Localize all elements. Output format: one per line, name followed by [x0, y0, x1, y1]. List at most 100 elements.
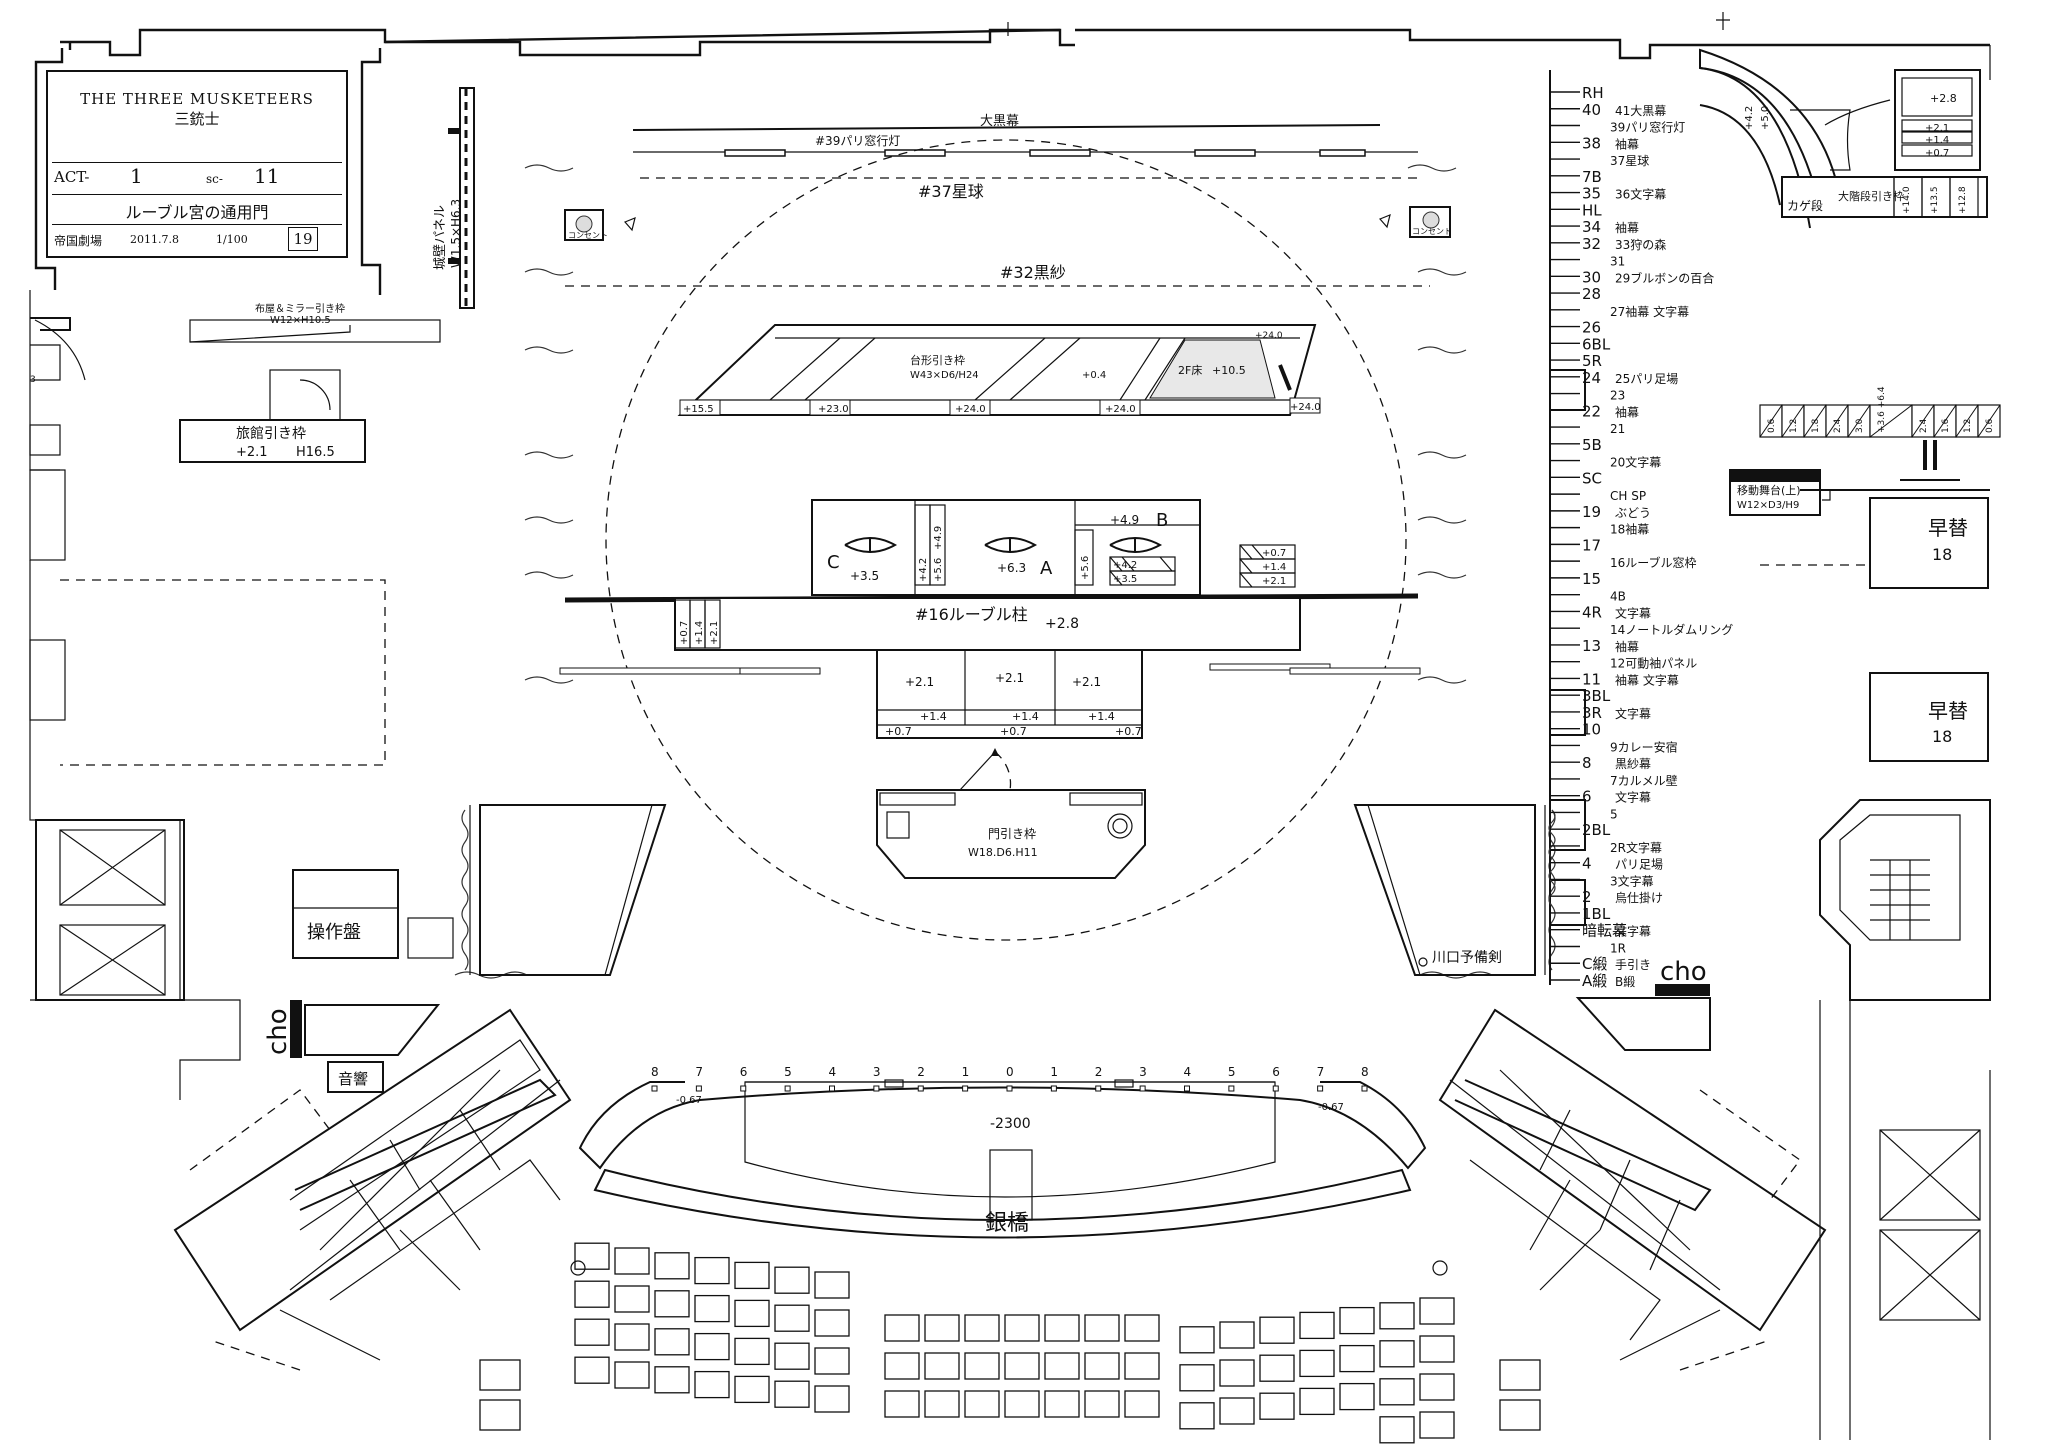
seat: [884, 1352, 920, 1380]
gate-wagon: 門引き枠 W18.D6.H11: [876, 748, 1146, 879]
fly-line: 21: [1550, 422, 1625, 436]
ruler-tick: 6: [1272, 1065, 1280, 1092]
ruler-tick: 7: [695, 1065, 703, 1092]
fly-line: 5: [1550, 807, 1618, 821]
fly-line: 28: [1550, 285, 1601, 303]
seat: [694, 1370, 730, 1399]
castle-panel-label: 城壁パネル: [433, 205, 448, 270]
svg-text:-0.67: -0.67: [1318, 1102, 1344, 1113]
trapezoid-wagon-label: 台形引き枠: [910, 353, 965, 367]
step-level: 1.2: [1963, 419, 1973, 433]
downstage-right-area: cho: [1575, 799, 1991, 1440]
seat: [614, 1323, 650, 1351]
fly-line-number: 35: [1582, 185, 1601, 203]
step-level: 1.6: [1941, 418, 1951, 433]
seat: [654, 1252, 690, 1280]
ruler-label: 4: [829, 1065, 837, 1079]
ruler-label: 6: [1272, 1065, 1280, 1079]
fly-line: 7カルメル壁: [1550, 773, 1678, 788]
fly-line-number: 2BL: [1582, 821, 1611, 839]
step-cell: 1.8: [1803, 404, 1827, 438]
fly-line-number: 24: [1582, 369, 1601, 387]
scale: 1/100: [216, 233, 248, 246]
fly-line: RH: [1550, 84, 1604, 102]
castle-panel-size: W1.5×H6.3: [449, 199, 463, 268]
left-light-tower: [173, 1008, 572, 1371]
ruler-tick: 0: [1006, 1065, 1014, 1092]
seat: [1259, 1354, 1295, 1382]
seat: [574, 1356, 610, 1384]
ruler-tick: 4: [1184, 1065, 1191, 1092]
left-corner-shapes: 3: [29, 317, 386, 766]
fly-line-note: 21: [1610, 422, 1625, 436]
fly-line-note: 25パリ足場: [1615, 372, 1678, 386]
louvre-pillar: +0.7 +1.4 +2.1 #16ルーブル柱 +2.8: [559, 593, 1421, 675]
step-cell: 1.2: [1781, 404, 1805, 438]
seat: [654, 1328, 690, 1356]
fly-line: HL: [1550, 201, 1602, 219]
fly-line: 2BL: [1550, 821, 1611, 839]
mirror-wagon-label: 布屋＆ミラー引き枠: [255, 302, 345, 315]
scene-number: 11: [254, 164, 280, 188]
seat: [1179, 1402, 1215, 1430]
paris-lamps-label: #39パリ窓行灯: [815, 133, 900, 148]
seat: [1419, 1373, 1455, 1401]
seat: [814, 1309, 850, 1337]
fly-line: 5B: [1550, 436, 1602, 454]
step-cell: 3.0: [1847, 404, 1871, 438]
svg-text:+24.0: +24.0: [1290, 402, 1321, 413]
svg-text:+3.5: +3.5: [850, 569, 879, 583]
seat: [924, 1352, 960, 1380]
seat: [1084, 1314, 1120, 1342]
ruler-label: 2: [917, 1065, 925, 1079]
seat: [654, 1290, 690, 1318]
svg-text:+1.4: +1.4: [694, 621, 705, 645]
seat: [1339, 1306, 1375, 1335]
audience-seating: [479, 1242, 1541, 1444]
mobile-stage-label: 移動舞台(上): [1737, 483, 1801, 497]
seat: [614, 1285, 650, 1313]
svg-text:-0.67: -0.67: [676, 1095, 702, 1106]
fly-line: 31: [1550, 255, 1625, 269]
seat: [1299, 1349, 1335, 1378]
date: 2011.7.8: [130, 233, 179, 246]
seat: [734, 1337, 770, 1366]
svg-text:+1.4: +1.4: [1925, 135, 1949, 146]
cho-left-label: cho: [263, 1008, 293, 1055]
ruler-tick: 8: [651, 1065, 659, 1092]
fly-line-number: 3R: [1582, 704, 1602, 722]
svg-text:+2.1: +2.1: [1262, 576, 1286, 587]
seat: [1044, 1390, 1080, 1418]
fly-line-number: SC: [1582, 469, 1602, 487]
fly-line-note: 23: [1610, 389, 1625, 403]
kage-step-label: カゲ段: [1787, 198, 1823, 213]
fly-line: 27袖幕 文字幕: [1550, 304, 1689, 319]
fly-line: 10: [1550, 721, 1601, 739]
fly-line-note: 20文字幕: [1610, 455, 1661, 470]
ruler-tick: 2: [917, 1065, 925, 1092]
seat: [734, 1261, 770, 1290]
seat: [1259, 1316, 1295, 1344]
fly-line-note: 袖幕: [1615, 220, 1639, 235]
right-light-tower: [1438, 1008, 1827, 1371]
stage-right-units: +4.2 +5.0 +2.8 +2.1 +1.4 +0.7 カゲ段 大階段引き枠…: [1699, 48, 2001, 762]
seat: [654, 1366, 690, 1394]
consent-left: コンセント: [564, 209, 636, 241]
svg-text:+0.7: +0.7: [1925, 148, 1949, 159]
svg-text:+1.4: +1.4: [920, 710, 947, 723]
star-globe-label: #37星球: [918, 182, 984, 201]
fly-line: CH SP: [1550, 489, 1646, 503]
step-level: 1.2: [1789, 419, 1799, 433]
fly-line-note: ぶどう: [1615, 506, 1651, 520]
fly-line-note: B緞: [1615, 974, 1635, 989]
fly-line-note: 14ノートルダムリング: [1610, 622, 1733, 637]
fly-line-number: 34: [1582, 218, 1601, 236]
right-tormentor: 川口予備剣: [1353, 804, 1556, 976]
svg-text:+5.6: +5.6: [933, 558, 944, 582]
